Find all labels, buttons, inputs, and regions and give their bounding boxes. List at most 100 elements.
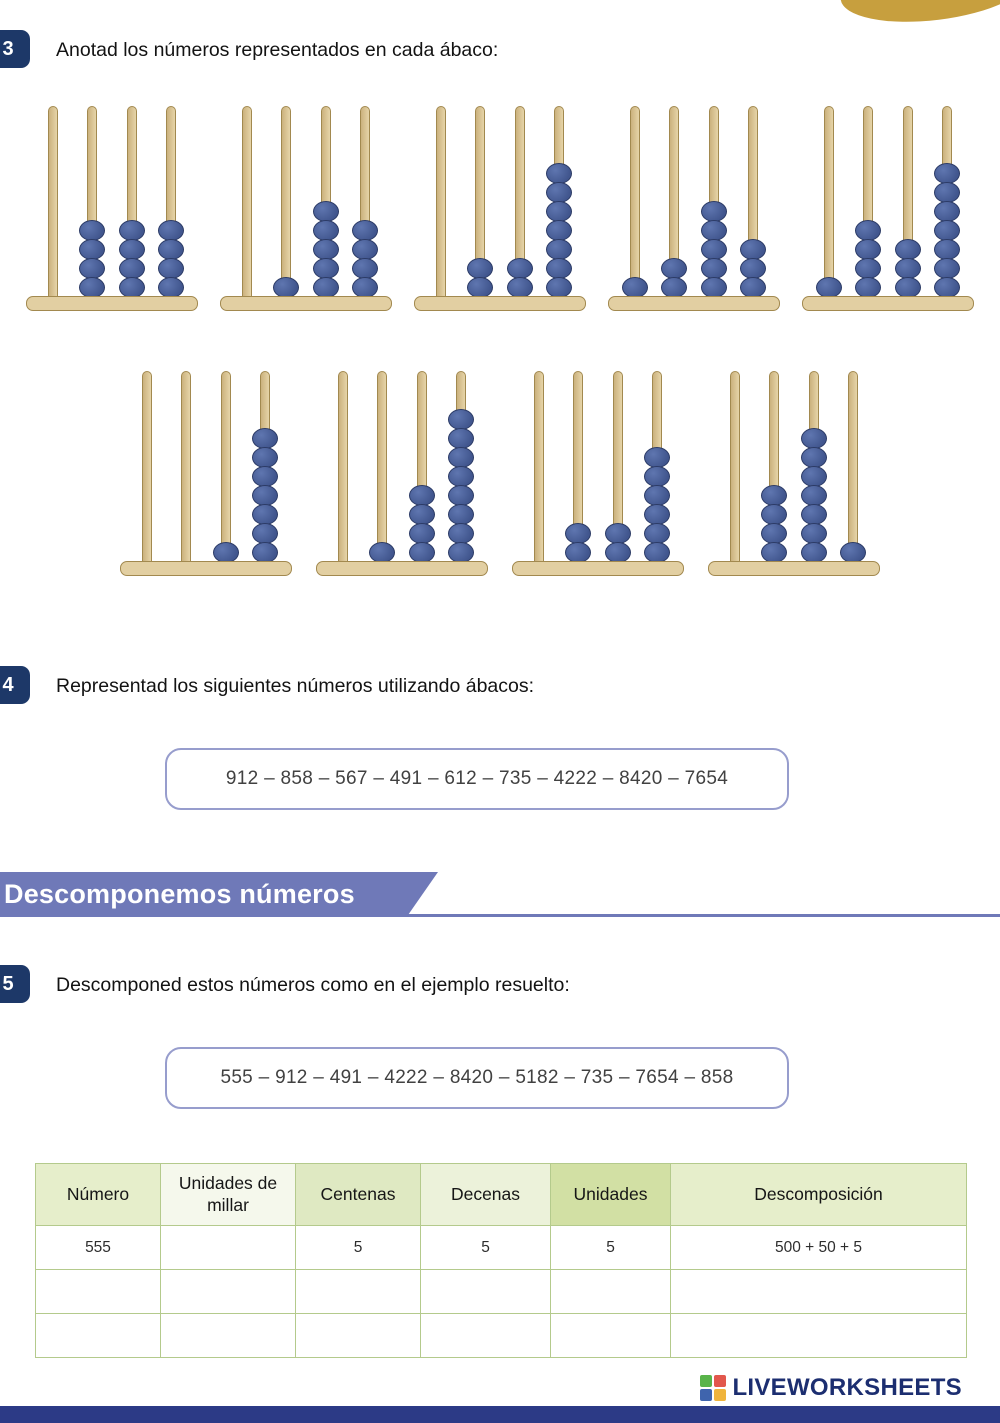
abacus-bead — [800, 428, 827, 449]
abacus-rod-unidades — [352, 106, 379, 300]
liveworksheets-grid-icon — [700, 1375, 727, 1401]
abacus-rod-stick — [87, 106, 98, 300]
exercise-4-header: 4 Representad los siguientes números uti… — [0, 666, 1000, 706]
abacus-bead — [855, 258, 882, 279]
abacus — [26, 106, 198, 311]
abacus-bead — [118, 239, 145, 260]
abacus-bead — [448, 523, 475, 544]
abacus-bead — [934, 220, 961, 241]
table-cell[interactable] — [420, 1313, 551, 1358]
table-cell[interactable] — [550, 1313, 671, 1358]
exercise-3-instruction: Anotad los números representados en cada… — [56, 38, 499, 61]
abacus-bead — [312, 220, 339, 241]
abacus-bead — [761, 542, 788, 563]
logo-square-v — [700, 1389, 713, 1401]
abacus-bead — [252, 523, 279, 544]
abacus-rod-stick — [475, 106, 486, 300]
abacus-bead — [815, 277, 842, 298]
abacus-bead — [621, 277, 648, 298]
section-banner-wrap: Descomponemos números — [0, 872, 1000, 919]
abacus-rod-millares — [427, 106, 454, 300]
exercise-4-badge: 4 — [0, 666, 30, 704]
abacus-rod-millares — [525, 371, 552, 565]
abacus-rod-decenas — [212, 371, 239, 565]
abacus-bead — [894, 258, 921, 279]
section-title: Descomponemos números — [4, 878, 355, 909]
abacus-bead — [506, 277, 533, 298]
abacus-rod-millares — [233, 106, 260, 300]
abacus-bead — [644, 485, 671, 506]
abacus-base — [608, 296, 780, 311]
abacus-rod-stick — [848, 371, 859, 565]
abacus-rods — [512, 371, 684, 565]
section-banner-line — [0, 914, 1000, 917]
abacus-rod-decenas — [800, 371, 827, 565]
abacus-bead — [546, 277, 573, 298]
abacus-rods — [802, 106, 974, 300]
abacus-bead — [352, 258, 379, 279]
abacus-bead — [448, 428, 475, 449]
table-cell[interactable] — [160, 1225, 296, 1270]
abacus-rod-unidades — [840, 371, 867, 565]
abacus-bead — [740, 239, 767, 260]
abacus-rods — [120, 371, 292, 565]
abacus-bead — [644, 447, 671, 468]
abacus-rod-millares — [621, 106, 648, 300]
table-cell[interactable] — [550, 1269, 671, 1314]
liveworksheets-logo[interactable]: LIVEWORKSHEETS — [700, 1374, 962, 1402]
abacus — [708, 371, 880, 576]
abacus-rod-stick — [435, 106, 446, 300]
table-cell[interactable] — [670, 1269, 967, 1314]
abacus-bead — [644, 504, 671, 525]
logo-square-e — [714, 1389, 727, 1401]
table-row — [35, 1313, 967, 1358]
table-cell[interactable] — [35, 1269, 161, 1314]
abacus-bead — [448, 466, 475, 487]
abacus-bead — [448, 504, 475, 525]
table-cell[interactable] — [670, 1313, 967, 1358]
abacus-bead — [118, 220, 145, 241]
abacus-rod-stick — [241, 106, 252, 300]
abacus-rod-stick — [823, 106, 834, 300]
abacus-rod-centenas — [79, 106, 106, 300]
abacus-rod-stick — [47, 106, 58, 300]
abacus — [316, 371, 488, 576]
abacus-bead — [546, 201, 573, 222]
table-row — [35, 1269, 967, 1314]
section-banner: Descomponemos números — [0, 872, 438, 916]
abacus-bead — [369, 542, 396, 563]
abacus-bead — [546, 258, 573, 279]
abacus-bead — [644, 542, 671, 563]
abacus — [802, 106, 974, 311]
abacus — [120, 371, 292, 576]
abacus-bead — [700, 258, 727, 279]
table-cell[interactable] — [160, 1313, 296, 1358]
abacus-bead — [761, 523, 788, 544]
table-cell[interactable] — [295, 1269, 421, 1314]
abacus-bead — [700, 239, 727, 260]
abacus-rod-unidades — [644, 371, 671, 565]
abacus-bead — [252, 447, 279, 468]
table-cell[interactable] — [35, 1313, 161, 1358]
abacus-rod-millares — [815, 106, 842, 300]
abacus-rod-stick — [863, 106, 874, 300]
abacus-base — [512, 561, 684, 576]
exercise-3: 3 Anotad los números representados en ca… — [0, 0, 1000, 576]
abacus-rod-millares — [39, 106, 66, 300]
abacus-bead — [546, 163, 573, 184]
abacus-bead — [79, 220, 106, 241]
abacus — [608, 106, 780, 311]
table-cell[interactable] — [160, 1269, 296, 1314]
abacus-bead — [840, 542, 867, 563]
abacus-row-2 — [0, 371, 1000, 576]
abacus-bead — [604, 523, 631, 544]
abacus-bead — [158, 220, 185, 241]
abacus-bead — [506, 258, 533, 279]
table-cell[interactable] — [295, 1313, 421, 1358]
table-cell[interactable] — [420, 1269, 551, 1314]
abacus-bead — [800, 485, 827, 506]
abacus-bead — [118, 258, 145, 279]
